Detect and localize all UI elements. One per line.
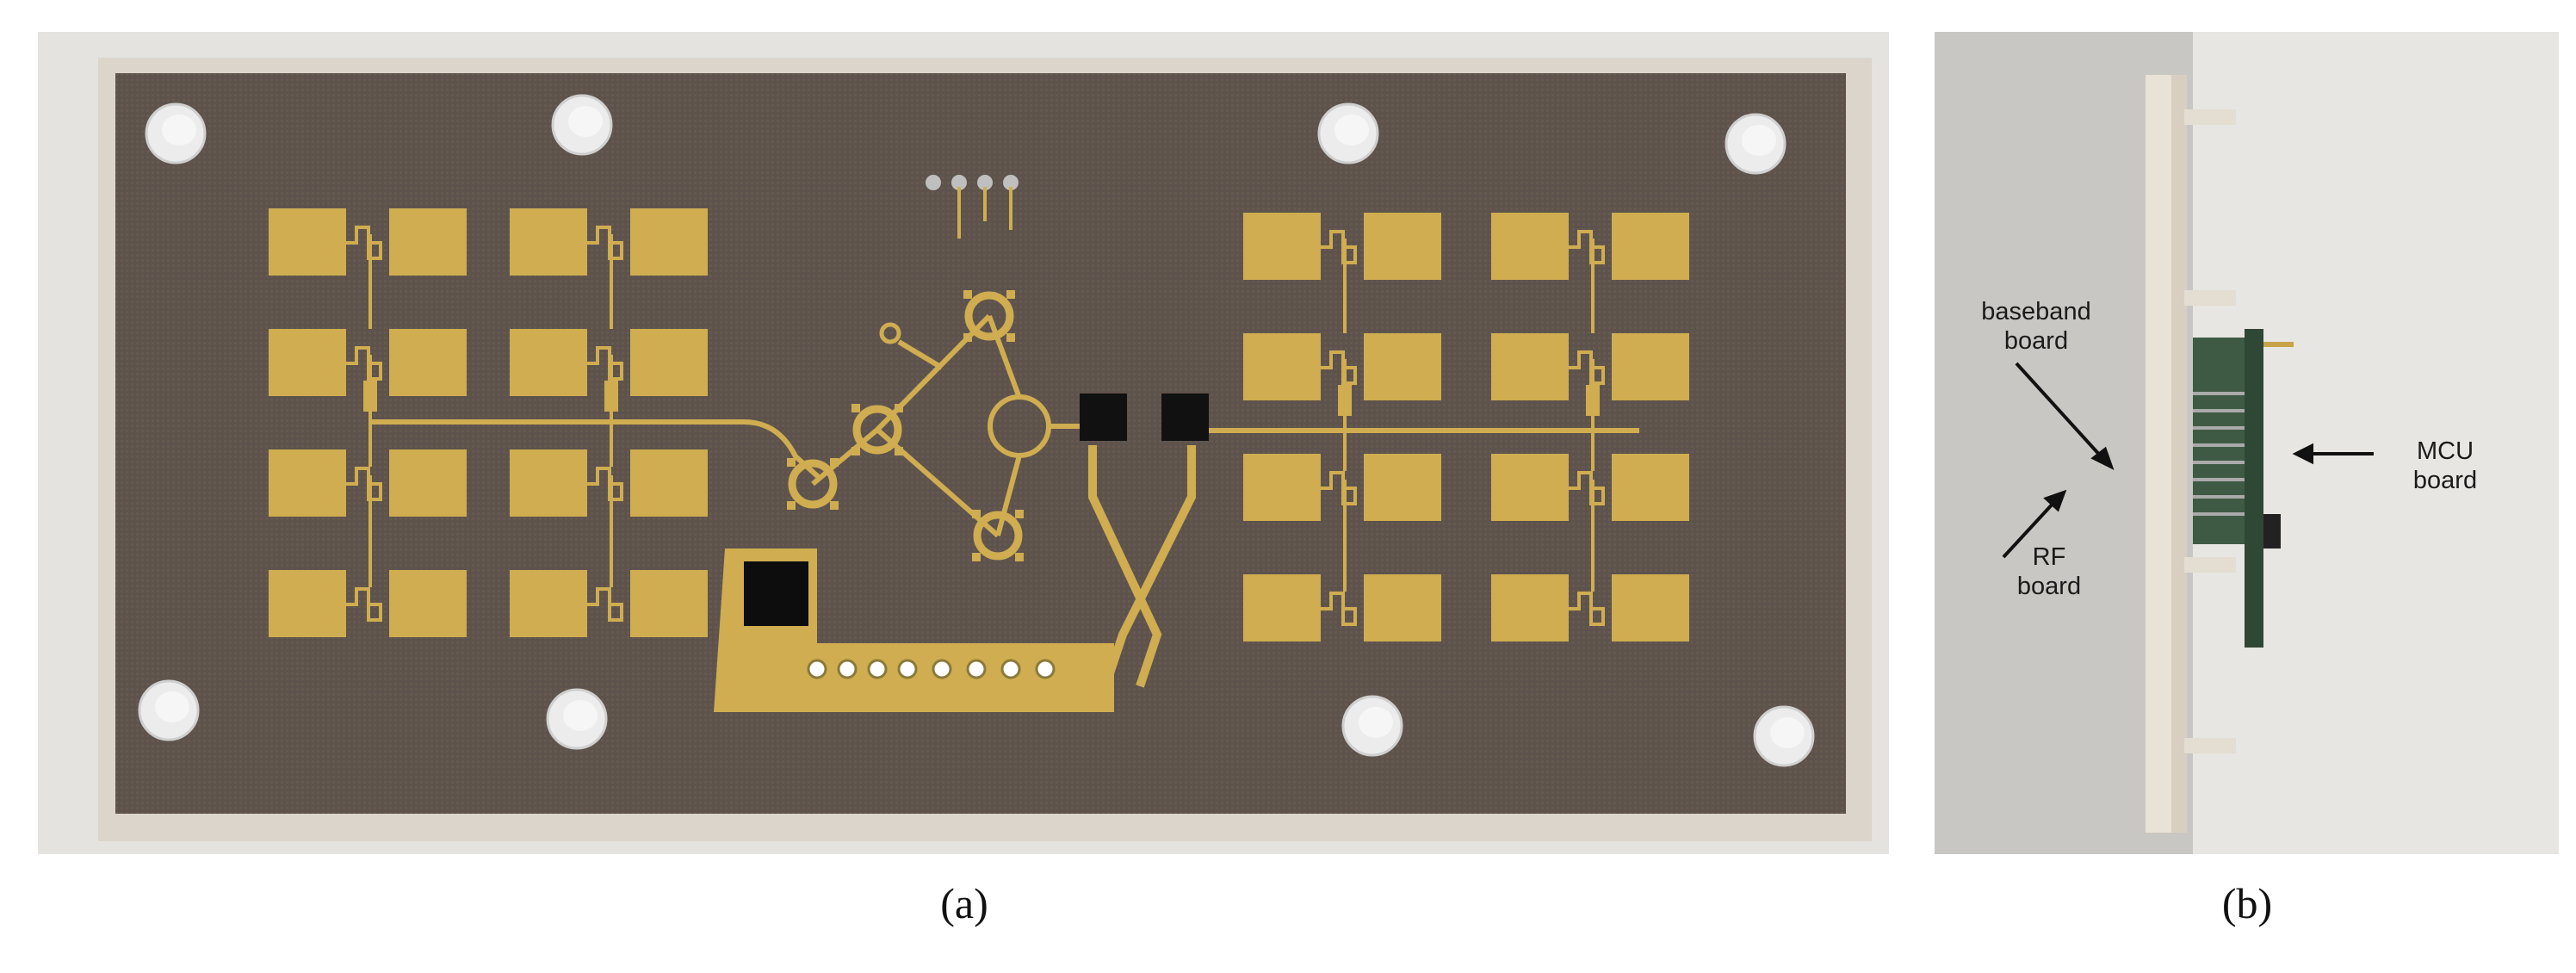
pcb-side-drawing [1935, 32, 2559, 854]
pcb-side-photo [1935, 32, 2559, 854]
probe-pads [926, 175, 1019, 239]
mcu-board [2245, 329, 2263, 648]
transceiver-chip [744, 561, 808, 626]
caption-b: (b) [2221, 879, 2273, 927]
pcb-top-drawing [98, 58, 1872, 841]
pcb-top-photo [38, 32, 1889, 854]
lna-chip-2 [1161, 394, 1209, 441]
lna-chip-1 [1080, 394, 1127, 441]
baseband-board [2193, 338, 2245, 544]
annotation-rf-board: RF board [2010, 542, 2088, 601]
annotation-baseband-board: baseband board [1963, 297, 2109, 356]
annotation-rf-line2: board [2016, 573, 2082, 600]
annotation-mcu-line2: board [2412, 467, 2478, 494]
annotation-mcu-board: MCU board [2393, 437, 2497, 495]
rf-board-edge [2146, 75, 2171, 833]
annotation-baseband-line2: board [2003, 327, 2069, 355]
annotation-rf-line1: RF [2032, 543, 2066, 571]
caption-a: (a) [940, 879, 988, 927]
annotation-baseband-line1: baseband [1981, 298, 2091, 325]
annotation-mcu-line1: MCU [2416, 437, 2474, 465]
